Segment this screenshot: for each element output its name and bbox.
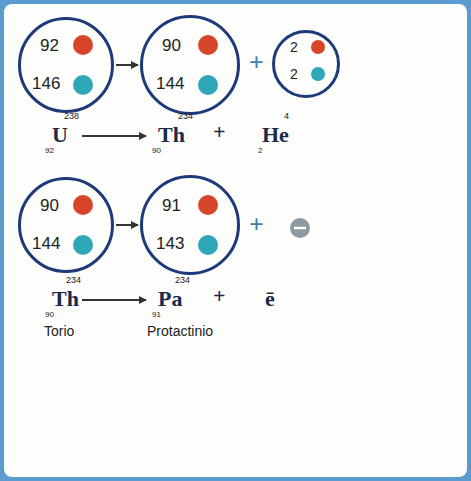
element-name: Torio	[44, 324, 74, 338]
nuclide-number: 238	[64, 112, 79, 121]
nuclide-number: 91	[152, 311, 161, 319]
neutron-count: 144	[32, 235, 60, 252]
element-symbol: ē	[265, 288, 275, 310]
nuclide-number: 92	[45, 147, 54, 155]
equation-arrows	[82, 136, 146, 300]
neutron-count: 143	[156, 235, 184, 252]
background-panel	[4, 4, 467, 477]
plus-sign: +	[213, 121, 226, 143]
electron-symbol	[290, 218, 310, 238]
element-symbol: U	[52, 124, 68, 146]
decay-arrow	[116, 224, 138, 226]
neutron-count: 2	[290, 67, 298, 81]
neutron-count: 144	[156, 75, 184, 92]
nucleus-circle: 91 143	[140, 175, 240, 275]
element-name: Protactinio	[147, 324, 213, 338]
nucleus-circle: 92 146	[18, 17, 114, 113]
plus-sign: +	[213, 285, 226, 307]
plus-sign: +	[249, 212, 264, 238]
proton-dots	[73, 35, 325, 215]
nucleus-circle: 22	[272, 30, 340, 98]
neutron-dots	[73, 67, 325, 255]
nuclide-number: 234	[178, 112, 193, 121]
proton-count: 90	[40, 197, 59, 214]
proton-count: 91	[162, 197, 181, 214]
proton-count: 2	[290, 40, 298, 54]
proton-count: 92	[40, 37, 59, 54]
proton-count: 90	[162, 37, 181, 54]
neutron-count: 146	[32, 75, 60, 92]
plus-sign: +	[249, 50, 264, 76]
decay-arrow	[116, 64, 138, 66]
element-symbol: He	[262, 124, 289, 146]
element-symbol: Th	[158, 124, 185, 146]
nuclide-number: 4	[284, 112, 289, 121]
nuclide-number: 90	[45, 311, 54, 319]
nuclide-number: 2	[258, 147, 262, 155]
nuclide-number: 234	[175, 276, 190, 285]
element-symbol: Th	[52, 288, 79, 310]
nuclide-number: 234	[66, 276, 81, 285]
element-symbol: Pa	[158, 288, 182, 310]
nucleus-circle: 90 144	[140, 15, 240, 115]
nuclide-number: 90	[152, 147, 161, 155]
nucleus-circle: 90 144	[18, 177, 114, 273]
